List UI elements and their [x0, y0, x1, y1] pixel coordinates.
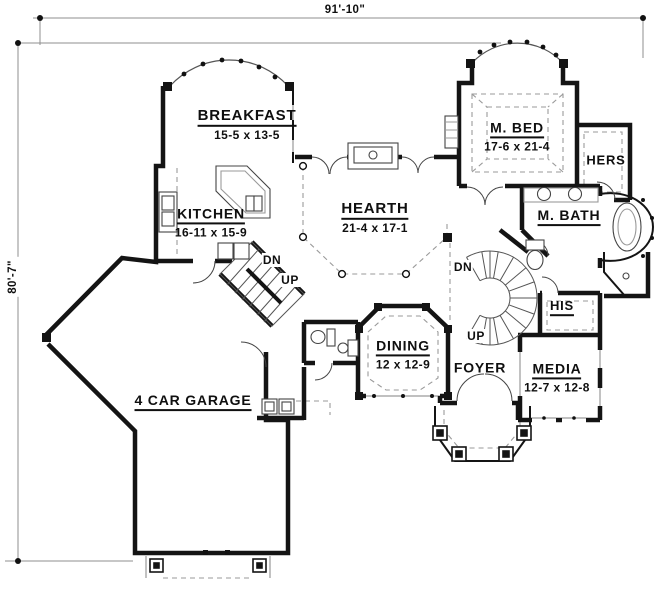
room-size: 17-6 x 21-4: [484, 139, 550, 154]
room-size: 15-5 x 13-5: [214, 127, 280, 142]
room-name: 4 CAR GARAGE: [134, 392, 252, 411]
room-label-his: HIS: [549, 296, 575, 316]
room-name: DINING: [376, 337, 430, 357]
room-name: BREAKFAST: [197, 107, 297, 127]
room-name: HEARTH: [341, 200, 409, 220]
doors: [192, 156, 616, 402]
room-label-hers: HERS: [586, 150, 625, 169]
dimension-width-label: 91'-10": [321, 4, 369, 16]
room-label-dining: DINING 12 x 12-9: [376, 336, 430, 371]
room-label-foyer: FOYER: [454, 358, 506, 377]
room-label-breakfast: BREAKFAST 15-5 x 13-5: [197, 106, 297, 142]
dimension-height-label: 80'-7": [7, 257, 19, 297]
wall-posts: [42, 59, 568, 400]
fixtures: [158, 115, 642, 415]
room-label-media: MEDIA 12-7 x 12-8: [524, 359, 590, 394]
room-name: FOYER: [453, 359, 507, 376]
main-stair-down-label: DN: [452, 260, 474, 274]
room-size: 12 x 12-9: [375, 357, 431, 372]
back-stair-up-label: UP: [280, 273, 300, 287]
dashed-details: [163, 93, 623, 579]
room-size: 21-4 x 17-1: [342, 220, 408, 235]
room-name: KITCHEN: [177, 205, 245, 225]
dimension-dots: [15, 15, 646, 564]
room-label-master-bed: M. BED 17-6 x 21-4: [484, 118, 550, 153]
main-stair-up-label: UP: [466, 329, 486, 343]
room-name: M. BATH: [537, 207, 601, 226]
bay-window-dots: [181, 39, 654, 555]
room-label-master-bath: M. BATH: [537, 206, 601, 226]
room-name: HERS: [586, 152, 626, 168]
room-size: 16-11 x 15-9: [174, 225, 248, 240]
back-stair-down-label: DN: [261, 253, 283, 267]
room-label-garage: 4 CAR GARAGE: [134, 391, 252, 411]
dimension-lines: [5, 17, 644, 562]
room-name: M. BED: [490, 119, 544, 139]
room-label-kitchen: KITCHEN 16-11 x 15-9: [175, 204, 247, 239]
room-name: MEDIA: [532, 360, 582, 380]
porch-columns: [149, 425, 532, 573]
room-name: HIS: [549, 298, 575, 316]
room-label-hearth: HEARTH 21-4 x 17-1: [341, 199, 409, 235]
room-size: 12-7 x 12-8: [524, 380, 590, 395]
bay-windows: [169, 42, 564, 87]
